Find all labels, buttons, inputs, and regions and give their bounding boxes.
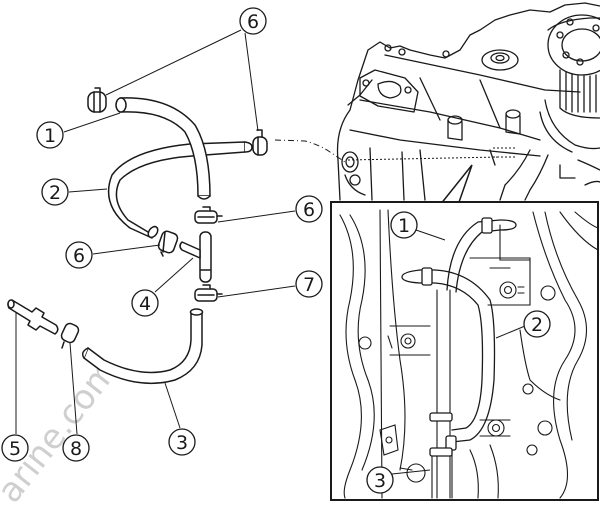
svg-text:3: 3 bbox=[374, 470, 386, 492]
joint-4 bbox=[180, 232, 211, 282]
svg-text:1: 1 bbox=[398, 215, 410, 237]
inset-callout-2: 2 bbox=[524, 311, 550, 337]
svg-text:6: 6 bbox=[247, 11, 259, 33]
inset-pointer bbox=[440, 165, 472, 205]
callout-2: 2 bbox=[42, 179, 68, 205]
hose-2 bbox=[109, 142, 252, 239]
svg-text:8: 8 bbox=[70, 438, 82, 460]
svg-text:1: 1 bbox=[44, 125, 56, 147]
callout-1: 1 bbox=[37, 122, 63, 148]
engine-block-illustration bbox=[338, 3, 600, 200]
watermark-text: arine.com bbox=[0, 352, 126, 504]
clamp-7 bbox=[195, 285, 222, 301]
leader-to-block bbox=[275, 140, 345, 162]
clamp-6-right bbox=[253, 130, 267, 155]
svg-text:6: 6 bbox=[73, 245, 85, 267]
svg-text:2: 2 bbox=[531, 314, 543, 336]
callout-4: 4 bbox=[132, 290, 158, 316]
callout-6-mid-right: 6 bbox=[296, 196, 322, 222]
callout-8: 8 bbox=[63, 435, 89, 461]
fitting-5 bbox=[8, 300, 58, 334]
callout-3: 3 bbox=[169, 429, 195, 455]
clamp-6-middle bbox=[195, 207, 222, 223]
detail-inset bbox=[331, 202, 598, 500]
svg-text:7: 7 bbox=[303, 274, 315, 296]
callout-6-mid-left: 6 bbox=[66, 242, 92, 268]
callout-7: 7 bbox=[296, 271, 322, 297]
callout-5: 5 bbox=[2, 435, 28, 461]
inset-callout-3: 3 bbox=[367, 467, 393, 493]
callout-6-top: 6 bbox=[240, 8, 266, 34]
svg-text:4: 4 bbox=[139, 293, 151, 315]
svg-text:5: 5 bbox=[9, 438, 21, 460]
svg-text:6: 6 bbox=[303, 199, 315, 221]
svg-text:2: 2 bbox=[49, 182, 61, 204]
clamp-6-left bbox=[157, 230, 179, 256]
svg-text:3: 3 bbox=[176, 432, 188, 454]
inset-callout-1: 1 bbox=[391, 212, 417, 238]
clamp-6-top-left bbox=[88, 88, 106, 112]
